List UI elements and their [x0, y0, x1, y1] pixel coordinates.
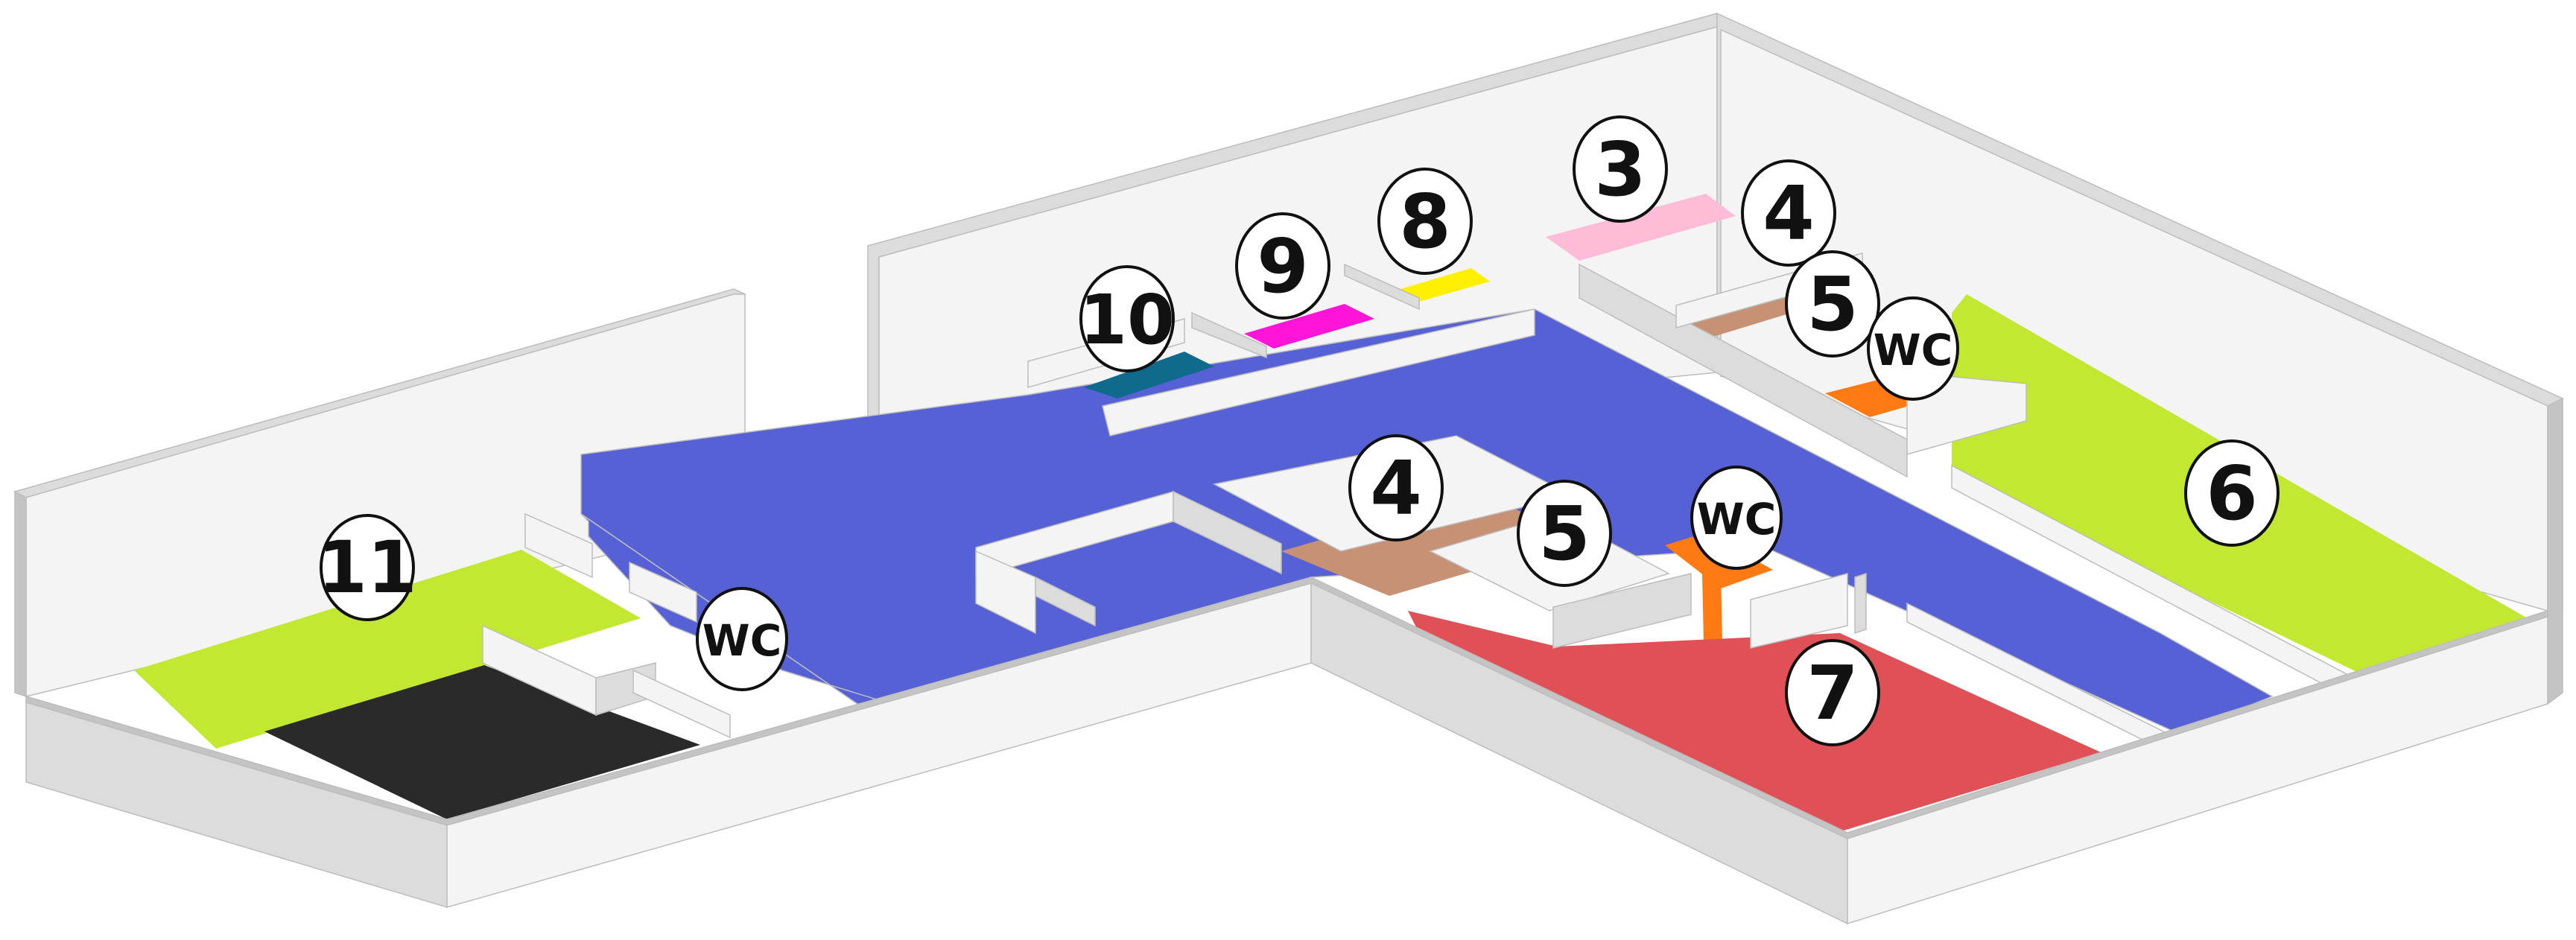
label-6: 6 [2184, 439, 2280, 547]
label-9-text: 9 [1257, 223, 1309, 310]
label-10-text: 10 [1079, 280, 1175, 360]
zone-11-floor [134, 550, 641, 749]
partition-u-shape-left [975, 550, 1036, 635]
label-4-top: 4 [1741, 159, 1836, 267]
partition-rooms-wall-a [1191, 311, 1267, 359]
zone-dark-floor [264, 665, 700, 819]
label-3: 3 [1573, 115, 1668, 223]
partition-mid-post [1854, 572, 1867, 635]
right-end-cap [2547, 397, 2563, 705]
label-10: 10 [1079, 265, 1175, 372]
label-3-text: 3 [1594, 126, 1646, 213]
label-4-mid: 4 [1348, 434, 1444, 542]
label-4-mid-text: 4 [1370, 445, 1422, 532]
partition-left-upper [524, 512, 593, 579]
label-11: 11 [317, 514, 417, 621]
partition-mid-wc-box [1750, 573, 1848, 649]
label-6-text: 6 [2206, 450, 2258, 537]
label-wc-left-text: WC [702, 615, 782, 666]
label-wc-left: WC [696, 587, 788, 691]
label-wc-top: WC [1867, 296, 1959, 401]
zone-8-floor [1400, 268, 1490, 302]
zone-4-mid-floor [1281, 493, 1579, 596]
zone-7-floor [1408, 611, 2101, 831]
partition-rooms-wall-b [1344, 263, 1420, 311]
label-5-mid: 5 [1517, 480, 1612, 587]
label-wc-top-text: WC [1874, 325, 1953, 375]
partition-left-wc [632, 669, 731, 739]
label-5-mid-text: 5 [1538, 490, 1590, 577]
left-wing-end-wall [14, 490, 27, 698]
label-7-text: 7 [1806, 650, 1859, 737]
zone-10-floor [1084, 352, 1214, 398]
label-wc-mid: WC [1690, 466, 1783, 570]
label-5-top: 5 [1785, 250, 1880, 358]
partition-mid-rooms-wall [1552, 573, 1692, 649]
zone-9-floor [1244, 304, 1374, 349]
label-wc-mid-text: WC [1697, 494, 1777, 544]
label-5-top-text: 5 [1806, 261, 1859, 348]
partition-u-shape-side [1173, 490, 1282, 575]
label-4-top-text: 4 [1763, 170, 1815, 257]
label-11-text: 11 [317, 526, 417, 609]
label-8-text: 8 [1399, 178, 1451, 265]
partition-right-building-left [1579, 263, 1908, 478]
partition-u-shape-inner [1035, 576, 1096, 627]
partition-rooms-front [1102, 308, 1535, 436]
partition-left-step [629, 561, 697, 623]
zone-3-floor [1546, 194, 1736, 261]
label-8: 8 [1377, 168, 1473, 275]
label-7: 7 [1785, 639, 1880, 746]
label-9: 9 [1235, 212, 1330, 320]
zone-wc-mid-stem [1702, 570, 1722, 642]
front-wall-top-edge [25, 577, 2548, 839]
